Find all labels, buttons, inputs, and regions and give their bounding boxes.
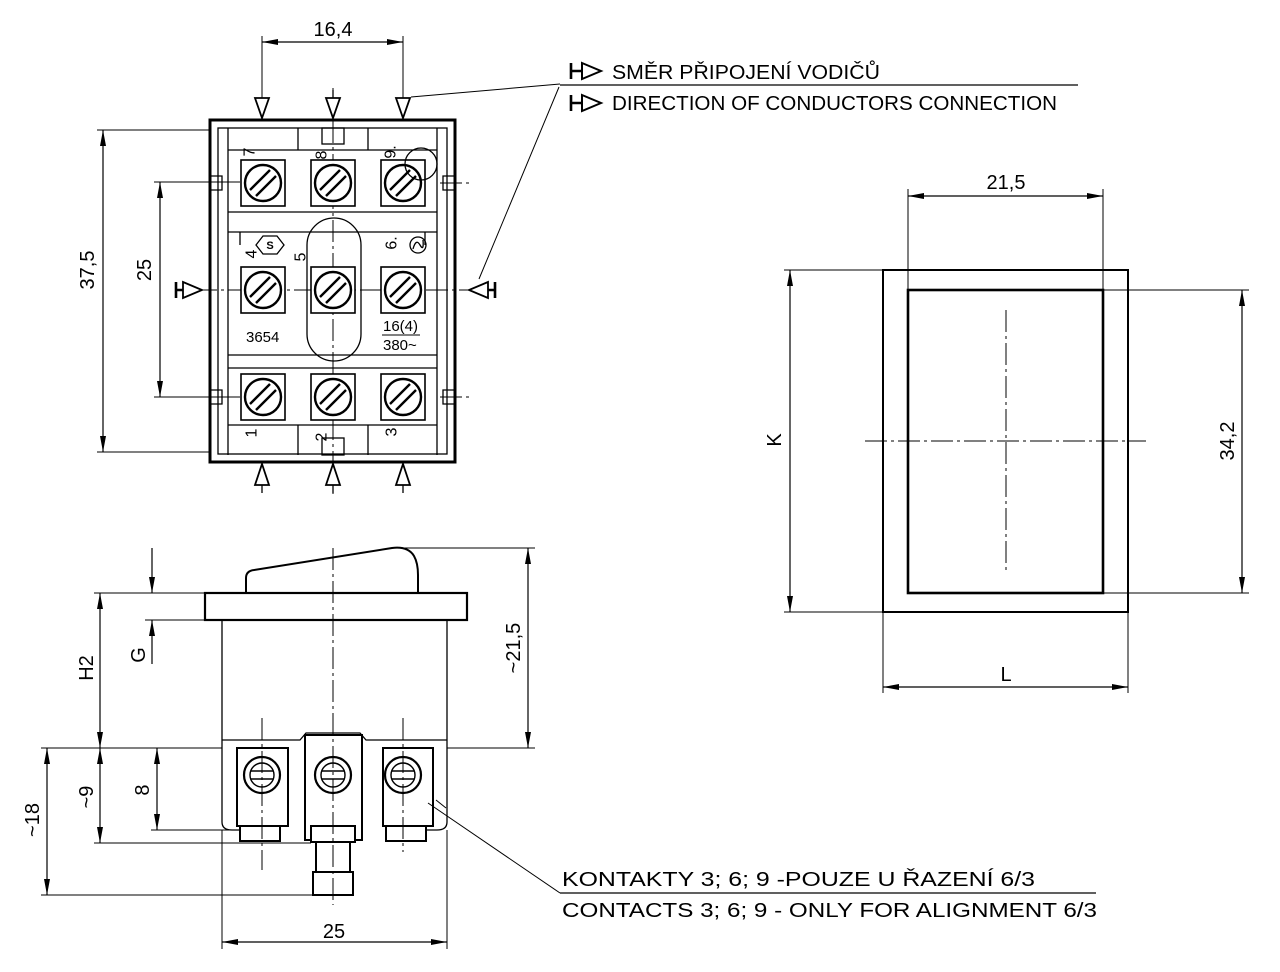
terminal-label-6: 6.	[384, 236, 401, 249]
dim-terminal-spacing-label: 16,4	[314, 19, 353, 41]
dimension-front-height: 37,5	[77, 129, 210, 453]
dim-screw-depth-label: 8	[132, 784, 154, 795]
nut-right	[385, 825, 427, 842]
dimension-inner-height: 34,2	[1103, 289, 1249, 594]
rating-voltage: 380~	[383, 337, 417, 354]
dimension-inner-width: 21,5	[907, 172, 1104, 290]
screw-terminal-3	[379, 372, 427, 422]
dim-terminal-length-label: ~18	[22, 803, 44, 837]
cutout-center-lines	[865, 310, 1146, 572]
screw-terminal-7	[239, 158, 287, 208]
direction-arrow-icon	[569, 61, 604, 113]
dimension-side-width: 25	[221, 830, 448, 949]
nut-left	[239, 825, 281, 842]
dimension-h2: H2	[76, 592, 145, 748]
terminal-label-5: 5	[293, 252, 310, 261]
dim-outer-width-label: L	[1000, 664, 1011, 686]
screw-terminal-8	[309, 158, 357, 208]
dim-g-label: G	[128, 647, 150, 663]
side-view: G H2 ~21,5 ~18 ~9 8	[22, 546, 535, 949]
dimension-row-spacing: 25	[134, 181, 240, 398]
terminal-label-3: 3	[384, 427, 401, 436]
contacts-note: KONTAKTY 3; 6; 9 -POUZE U ŘAZENÍ 6/3 CON…	[427, 799, 1097, 922]
screw-terminal-5	[309, 265, 357, 315]
terminal-label-2: 2	[314, 432, 331, 441]
screw-terminal-2	[309, 372, 357, 422]
note-contacts-cs: KONTAKTY 3; 6; 9 -POUZE U ŘAZENÍ 6/3	[562, 868, 1035, 891]
legend-direction-cs: SMĚR PŘIPOJENÍ VODIČŮ	[612, 60, 880, 84]
terminal-label-8: 8	[314, 150, 331, 159]
side-center-lines	[261, 548, 404, 905]
screw-terminal-1	[239, 372, 287, 422]
logo-letter: S	[266, 240, 273, 252]
dimension-terminal-depth: ~9	[76, 748, 311, 844]
legend: SMĚR PŘIPOJENÍ VODIČŮ DIRECTION OF CONDU…	[410, 60, 1078, 280]
dimension-outer-width: L	[882, 612, 1129, 693]
dim-inner-width-label: 21,5	[987, 172, 1026, 194]
screw-terminal-6	[379, 265, 427, 315]
dim-h2-label: H2	[76, 655, 98, 681]
legend-leader-lines	[410, 83, 561, 280]
screw-terminal-4	[239, 265, 287, 315]
dimension-screw-depth: 8	[132, 748, 240, 831]
dimension-terminal-spacing: 16,4	[261, 19, 404, 98]
dim-terminal-depth-label: ~9	[76, 786, 98, 809]
front-flange	[203, 591, 469, 622]
rocker-actuator	[245, 546, 419, 594]
connection-direction-arrows	[174, 90, 497, 493]
dim-outer-height-label: K	[764, 433, 786, 447]
terminal-label-9: 9.	[383, 145, 400, 158]
rocker-opening-oval	[306, 217, 362, 362]
dimension-terminal-length: ~18	[22, 747, 313, 896]
manufacturer-logo-icon	[409, 236, 427, 254]
note-contacts-en: CONTACTS 3; 6; 9 - ONLY FOR ALIGNMENT 6/…	[562, 900, 1097, 922]
rating-current: 16(4)	[383, 318, 418, 335]
dim-inner-height-label: 34,2	[1217, 422, 1239, 461]
dim-row-spacing-label: 25	[134, 259, 156, 281]
dim-side-width-label: 25	[323, 921, 345, 943]
legend-direction-en: DIRECTION OF CONDUCTORS CONNECTION	[612, 93, 1057, 115]
dimension-total-height: ~21,5	[398, 547, 535, 749]
dim-total-height-label: ~21,5	[503, 623, 525, 674]
certification-s-logo: S	[255, 235, 285, 255]
terminal-label-7: 7	[242, 147, 259, 156]
terminal-9-marker-circle	[404, 147, 438, 181]
dim-front-height-label: 37,5	[77, 251, 99, 290]
dimension-outer-height: K	[764, 269, 883, 613]
dimension-g: G	[128, 548, 222, 664]
note-leader-line	[427, 799, 561, 894]
terminal-label-4: 4	[244, 249, 261, 258]
terminal-label-1: 1	[244, 428, 261, 437]
type-number: 3654	[246, 329, 279, 346]
screw-terminal-9	[379, 158, 427, 208]
front-view: 7 8 9. 4 5 6. 1 2 3 S 3654 16(4) 380~	[77, 19, 497, 494]
cutout-view: 21,5 K 34,2 L	[764, 172, 1249, 693]
